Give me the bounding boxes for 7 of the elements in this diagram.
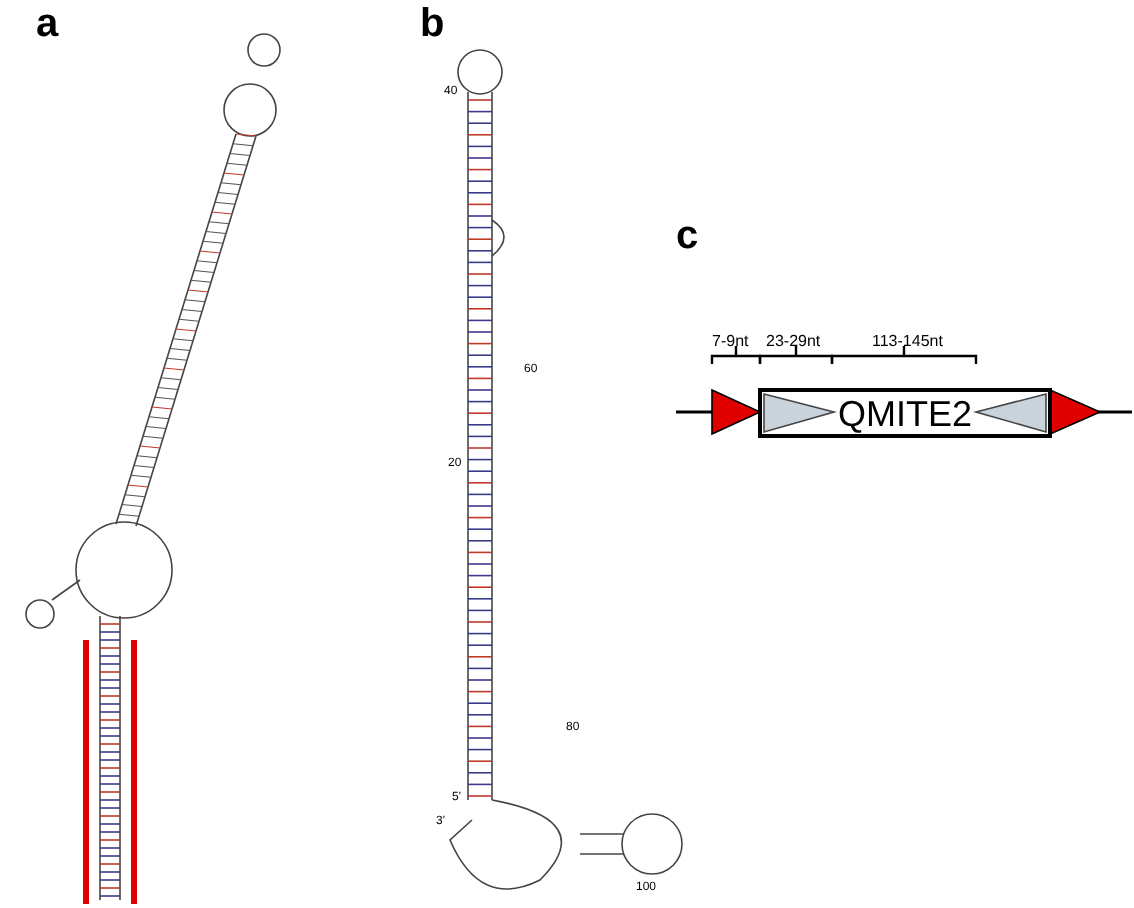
label-text: a (36, 4, 59, 44)
transposon-box: QMITE2 (758, 388, 1052, 438)
label-text: b (420, 4, 445, 44)
label-text: 7-9nt (712, 334, 749, 350)
label-text: c (676, 216, 699, 256)
label-text: 23-29nt (766, 334, 821, 350)
label-text: 113-145nt (872, 334, 943, 350)
